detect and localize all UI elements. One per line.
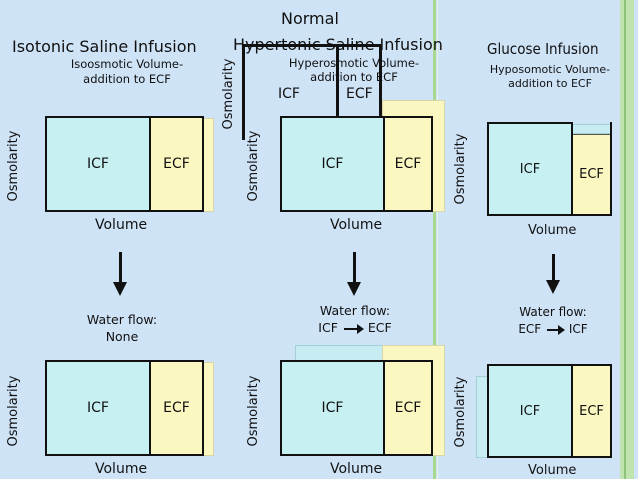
panel3-bottom-ecf-label: ECF [579,403,604,419]
panel3-flow-to: ICF [568,322,588,336]
panel3-bottom-volume-label: Volume [528,463,577,478]
panel1-bottom-ecf-label: ECF [163,400,190,416]
panel2-flow-to: ECF [367,320,392,335]
panel2-flow-line1: Water flow: [319,303,391,318]
panel3-flow-from: ECF [518,322,542,336]
normal-osmolarity-label: Osmolarity [221,58,236,130]
right-arrow-icon [547,324,566,335]
panel1-top-icf-label: ICF [87,156,109,172]
panel3-flow-line1: Water flow: [519,305,587,319]
panel-divider-right-line [624,0,626,479]
panel1-bottom-icf-label: ICF [87,400,109,416]
panel3-bottom-osmolarity-label: Osmolarity [453,376,468,448]
panel2-top-icf-label: ICF [321,156,344,172]
panel1-top-osmolarity-label: Osmolarity [6,130,21,202]
panel2-top-ecf-label: ECF [394,156,422,172]
panel3-top-osmolarity-label: Osmolarity [453,133,468,205]
panel1-subtitle-line1: Isoosmotic Volume- [70,57,184,71]
normal-reference-divider [336,44,339,116]
normal-ecf-label: ECF [346,86,373,102]
panel2-bottom-compartments: ICF ECF [280,360,433,456]
panel1-top-compartments: ICF ECF [45,116,204,212]
panel2-arrow-head [347,282,361,296]
panel2-top-volume-label: Volume [330,217,383,233]
panel1-bottom-compartments: ICF ECF [45,360,204,456]
panel3-top-icf-label: ICF [519,161,541,177]
panel3-flow-direction: ECF ICF [503,321,603,338]
panel1-flow-line1: Water flow: [86,312,158,327]
panel2-subtitle-line2: addition to ECF [310,70,398,84]
panel1-flow-line2: None [105,329,139,344]
panel3-top-compartments: ICF ECF [487,122,612,216]
panel2-bottom-icf-label: ICF [321,400,344,416]
normal-icf-label: ICF [278,86,300,102]
panel3-subtitle-line2: addition to ECF [508,77,592,90]
panel3-top-ecf: ECF [573,134,610,214]
panel-divider-right [620,0,634,479]
panel2-top-icf: ICF [282,118,385,210]
panel1-top-ecf-label: ECF [163,156,190,172]
panel3-title: Glucose Infusion [487,40,599,58]
panel2-flow-from: ICF [318,320,338,335]
panel3-top-icf: ICF [489,122,573,214]
panel1-bottom-ecf: ECF [151,362,202,454]
panel1-top-icf: ICF [47,118,151,210]
panel2-bottom-icf: ICF [282,362,385,454]
panel2-bottom-osmolarity-label: Osmolarity [246,375,261,447]
panel1-subtitle-line2: addition to ECF [83,72,171,86]
panel2-bottom-ecf-label: ECF [394,400,422,416]
panel3-arrow-head [546,280,560,294]
panel2-bottom-volume-label: Volume [330,461,383,477]
panel2-top-ecf: ECF [385,118,431,210]
panel1-title: Isotonic Saline Infusion [12,37,197,56]
panel2-top-osmolarity-label: Osmolarity [246,130,261,202]
panel3-bottom-icf-label: ICF [519,403,541,419]
panel3-bottom-icf: ICF [489,366,573,456]
panel2-subtitle-line1: Hyperosmotic Volume- [288,56,420,70]
panel1-arrow-head [113,282,127,296]
panel1-arrow-shaft [119,252,122,282]
panel1-bottom-icf: ICF [47,362,151,454]
panel1-bottom-osmolarity-label: Osmolarity [6,375,21,447]
panel2-top-compartments: ICF ECF [280,116,433,212]
panel-divider-left-edge [437,0,438,479]
panel-divider-left [433,0,436,479]
panel2-arrow-shaft [353,252,356,282]
panel3-subtitle-line1: Hyposomotic Volume- [489,63,611,76]
panel3-top-volume-label: Volume [528,223,577,238]
panel3-arrow-shaft [552,254,555,280]
panel3-bottom-ecf: ECF [573,366,610,456]
panel1-top-ecf: ECF [151,118,202,210]
panel3-bottom-compartments: ICF ECF [487,364,612,458]
panel1-top-volume-label: Volume [95,217,148,233]
panel1-bottom-volume-label: Volume [95,461,148,477]
panel2-bottom-ecf: ECF [385,362,431,454]
normal-reference-outline [242,44,382,140]
panel3-top-ecf-label: ECF [579,167,604,182]
right-arrow-icon [343,323,364,334]
panel2-flow-direction: ICF ECF [305,319,405,336]
normal-title: Normal [281,9,339,28]
